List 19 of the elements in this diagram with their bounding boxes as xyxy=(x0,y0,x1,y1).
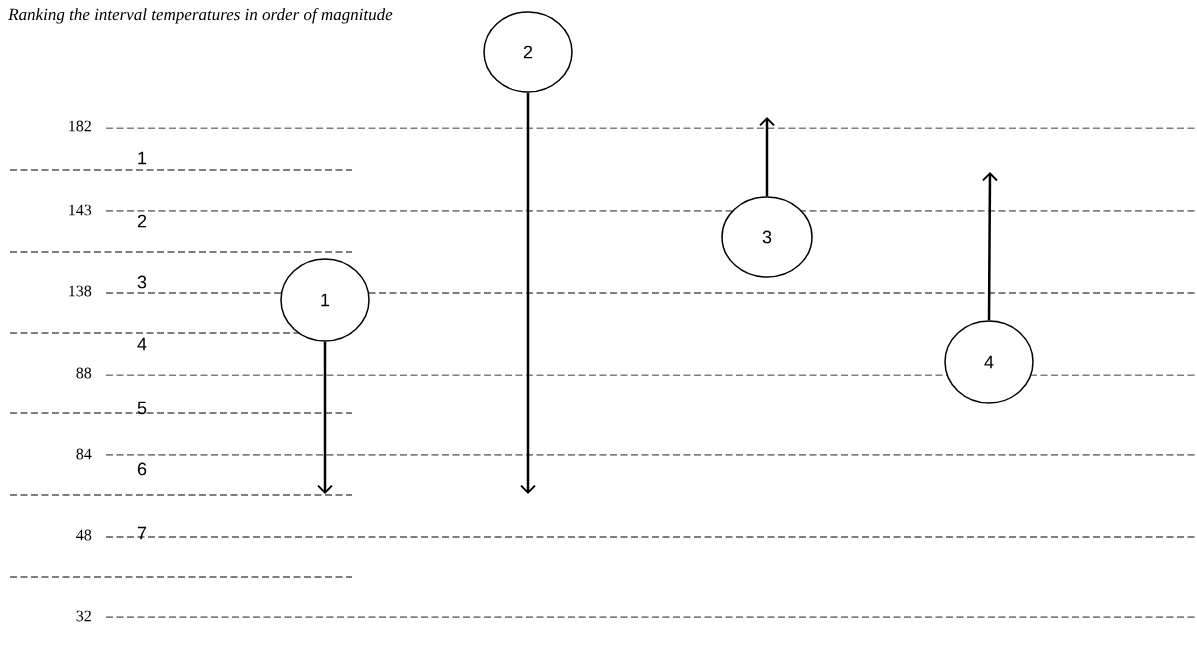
temperature-label: 32 xyxy=(76,610,91,622)
temperature-label: 143 xyxy=(69,204,92,216)
temperature-label: 84 xyxy=(76,448,92,460)
arrow xyxy=(759,117,775,197)
temperature-label: 88 xyxy=(76,367,92,379)
arrow xyxy=(317,341,333,494)
interval-number: 1 xyxy=(138,151,147,165)
temperature-label: 182 xyxy=(69,120,91,132)
interval-number: 4 xyxy=(137,337,147,351)
interval-number: 5 xyxy=(137,401,147,415)
arrow xyxy=(520,92,536,494)
title: Ranking the interval temperatures in order of magnitude xyxy=(8,8,393,24)
interval-number: 6 xyxy=(137,462,147,476)
interval-number: 3 xyxy=(137,275,147,289)
arrow xyxy=(981,172,998,321)
interval-number: 2 xyxy=(137,214,147,228)
temperature-label: 48 xyxy=(76,529,92,541)
interval-number: 7 xyxy=(137,526,147,540)
temperature-label: 138 xyxy=(69,285,92,297)
